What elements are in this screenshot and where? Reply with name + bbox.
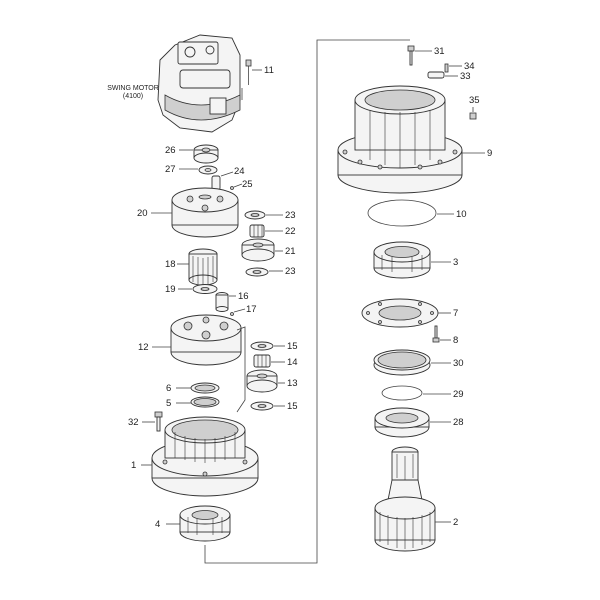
pin-17 — [230, 312, 234, 316]
ring-5 — [190, 396, 220, 408]
pin-25 — [230, 186, 234, 190]
callout-18: 18 — [165, 259, 176, 270]
assembly-connector-line — [204, 39, 410, 564]
callout-23-lower: 23 — [285, 266, 296, 277]
needle-bearing-14 — [253, 354, 271, 368]
callout-23-upper: 23 — [285, 210, 296, 221]
callout-34: 34 — [464, 61, 475, 72]
o-ring-29 — [381, 385, 423, 401]
bolt-11 — [241, 59, 252, 100]
thrust-washer-15-lower — [250, 401, 274, 411]
callout-8: 8 — [453, 335, 458, 346]
callout-31: 31 — [434, 46, 445, 57]
bolt-31 — [407, 45, 415, 66]
callout-32: 32 — [128, 417, 139, 428]
callout-24: 24 — [234, 166, 245, 177]
callout-14: 14 — [287, 357, 298, 368]
subassembly-bracket — [236, 326, 246, 413]
callout-13: 13 — [287, 378, 298, 389]
needle-bearing-22 — [249, 224, 265, 238]
callout-20: 20 — [137, 208, 148, 219]
bolt-32 — [154, 411, 163, 432]
callout-35: 35 — [469, 95, 480, 106]
bolt-8 — [432, 325, 440, 343]
callout-9: 9 — [487, 148, 492, 159]
washer-27 — [198, 165, 218, 175]
callout-28: 28 — [453, 417, 464, 428]
ring-6 — [190, 382, 220, 394]
swing-motor — [157, 34, 241, 133]
cover-plate-7 — [361, 298, 439, 328]
callout-4: 4 — [155, 519, 160, 530]
callout-30: 30 — [453, 358, 464, 369]
callout-10: 10 — [456, 209, 467, 220]
callout-33: 33 — [460, 71, 471, 82]
thrust-washer-23-lower — [245, 267, 269, 277]
o-ring-10 — [367, 199, 437, 227]
assembly-label-line2: (4100) — [123, 93, 143, 100]
callout-22: 22 — [285, 226, 296, 237]
bearing-4 — [179, 505, 231, 542]
callout-26: 26 — [165, 145, 176, 156]
thrust-washer-15-upper — [250, 341, 274, 351]
callout-19: 19 — [165, 284, 176, 295]
assembly-label-line1: SWING MOTOR — [107, 85, 159, 92]
pin-16 — [215, 292, 229, 312]
ring-28 — [374, 407, 430, 438]
callout-29: 29 — [453, 389, 464, 400]
callout-21: 21 — [285, 246, 296, 257]
plug-35 — [469, 112, 477, 120]
ring-gear-1 — [151, 416, 259, 497]
callout-2: 2 — [453, 517, 458, 528]
callout-27: 27 — [165, 164, 176, 175]
callout-25: 25 — [242, 179, 253, 190]
callout-17: 17 — [246, 304, 257, 315]
callout-5: 5 — [166, 398, 171, 409]
bearing-3 — [373, 241, 431, 279]
callout-16: 16 — [238, 291, 249, 302]
callout-6: 6 — [166, 383, 171, 394]
pin-34 — [444, 63, 449, 73]
plug-33 — [427, 71, 445, 79]
callout-15-upper: 15 — [287, 341, 298, 352]
planet-gear-13 — [246, 369, 278, 393]
thrust-washer-23-upper — [244, 210, 266, 220]
carrier-12 — [170, 314, 242, 366]
planet-gear-21 — [241, 238, 275, 262]
callout-3: 3 — [453, 257, 458, 268]
pinion-shaft-2 — [374, 446, 436, 552]
sun-gear-26 — [193, 144, 219, 164]
washer-19 — [192, 284, 218, 294]
callout-12: 12 — [138, 342, 149, 353]
callout-1: 1 — [131, 460, 136, 471]
carrier-20 — [171, 187, 239, 238]
callout-7: 7 — [453, 308, 458, 319]
sun-gear-18 — [188, 248, 218, 286]
callout-15-lower: 15 — [287, 401, 298, 412]
oil-seal-30 — [373, 349, 431, 376]
housing-9 — [337, 85, 463, 194]
callout-11: 11 — [264, 65, 274, 76]
